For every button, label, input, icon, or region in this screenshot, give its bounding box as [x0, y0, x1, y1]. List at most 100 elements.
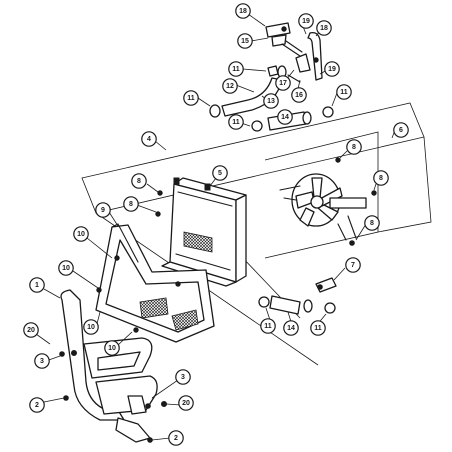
callout-8: 8 [364, 215, 380, 231]
callout-14: 14 [277, 109, 293, 125]
callout-label: 18 [239, 8, 247, 15]
callout-label: 13 [267, 98, 275, 105]
callout-3: 3 [34, 353, 50, 369]
callout-circle [393, 122, 409, 138]
callout-label: 16 [295, 92, 303, 99]
callout-label: 20 [27, 327, 35, 334]
callout-15: 15 [237, 33, 253, 49]
callout-3: 3 [175, 369, 191, 385]
callout-circle [235, 3, 251, 19]
callout-8: 8 [131, 173, 147, 189]
callout-label: 11 [264, 323, 272, 330]
callout-circle [104, 340, 120, 356]
callout-circle [298, 13, 314, 29]
callout-11: 11 [260, 318, 276, 334]
callout-circle [83, 319, 99, 335]
callout-circle [23, 322, 39, 338]
callout-11: 11 [310, 320, 326, 336]
callout-label: 17 [279, 80, 287, 87]
callout-label: 11 [314, 325, 322, 332]
upper-radiator-hose [209, 65, 287, 118]
radiator-core [161, 177, 247, 287]
callout-4: 4 [141, 131, 157, 147]
callout-label: 1 [35, 282, 39, 289]
callout-circle [345, 257, 361, 273]
callout-2: 2 [168, 430, 184, 446]
callout-10: 10 [73, 226, 89, 242]
callout-circle [364, 215, 380, 231]
callout-circle [175, 369, 191, 385]
callout-label: 20 [182, 400, 190, 407]
callout-label: 12 [226, 83, 234, 90]
callout-19: 19 [324, 61, 340, 77]
callout-label: 10 [108, 345, 116, 352]
callout-label: 7 [351, 262, 355, 269]
callout-label: 8 [352, 144, 356, 151]
callout-5: 5 [212, 165, 228, 181]
callout-circle [131, 173, 147, 189]
callout-label: 9 [101, 207, 105, 214]
callout-label: 11 [232, 119, 240, 126]
callout-label: 8 [137, 178, 141, 185]
callout-label: 14 [281, 114, 289, 121]
thermo-switch [315, 277, 337, 293]
callout-circle [324, 61, 340, 77]
radiator-guard [95, 223, 215, 343]
callout-circle [260, 318, 276, 334]
callout-circle [263, 93, 279, 109]
callout-label: 10 [87, 324, 95, 331]
callout-circle [58, 260, 74, 276]
callout-label: 10 [62, 265, 70, 272]
callout-label: 8 [129, 201, 133, 208]
callout-circle [277, 109, 293, 125]
callout-label: 8 [370, 220, 374, 227]
front-bumper [59, 289, 158, 443]
callout-19: 19 [298, 13, 314, 29]
callout-8: 8 [373, 170, 389, 186]
callout-10: 10 [58, 260, 74, 276]
callout-label: 14 [287, 325, 295, 332]
callout-14: 14 [283, 320, 299, 336]
callout-circle [183, 90, 199, 106]
callout-circle [310, 320, 326, 336]
callout-label: 18 [320, 25, 328, 32]
callout-circle [95, 202, 111, 218]
callout-label: 15 [241, 38, 249, 45]
callout-circle [222, 78, 238, 94]
callout-label: 11 [187, 95, 195, 102]
callout-circle [275, 75, 291, 91]
callout-label: 8 [379, 175, 383, 182]
callout-circle [141, 131, 157, 147]
callout-circle [178, 395, 194, 411]
callout-10: 10 [104, 340, 120, 356]
callout-circle [373, 170, 389, 186]
callout-circle [73, 226, 89, 242]
callout-label: 2 [35, 402, 39, 409]
callout-13: 13 [263, 93, 279, 109]
callout-circle [168, 430, 184, 446]
callout-16: 16 [291, 87, 307, 103]
fasteners [71, 26, 377, 407]
callout-circle [228, 61, 244, 77]
callout-8: 8 [346, 139, 362, 155]
callout-label: 4 [147, 136, 151, 143]
callout-circle [283, 320, 299, 336]
callout-11: 11 [228, 61, 244, 77]
callout-group: 1819181511171912131611111114468588889101… [23, 3, 409, 446]
callout-20: 20 [23, 322, 39, 338]
callout-circle [291, 87, 307, 103]
lower-radiator-hose [258, 295, 336, 315]
callout-circle [212, 165, 228, 181]
callout-label: 5 [218, 170, 222, 177]
callout-8: 8 [123, 196, 139, 212]
callout-circle [346, 139, 362, 155]
callout-circle [29, 397, 45, 413]
callout-9: 9 [95, 202, 111, 218]
callout-circle [237, 33, 253, 49]
callout-label: 19 [302, 18, 310, 25]
callout-11: 11 [336, 84, 352, 100]
callout-circle [29, 277, 45, 293]
callout-circle [34, 353, 50, 369]
callout-circle [336, 84, 352, 100]
callout-10: 10 [83, 319, 99, 335]
